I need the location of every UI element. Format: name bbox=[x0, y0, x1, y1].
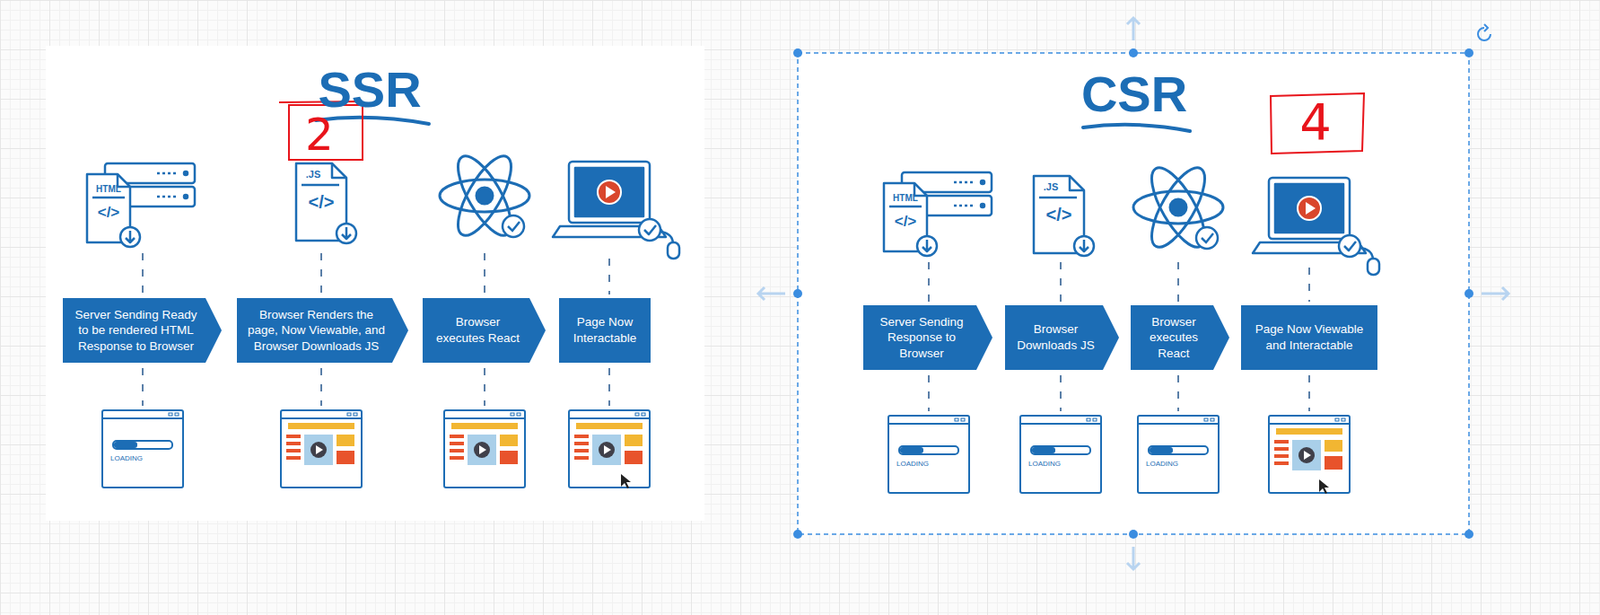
section-title: CSR bbox=[1081, 69, 1188, 120]
section-title: SSR bbox=[317, 64, 421, 115]
step-text: Browser Downloads JS bbox=[1012, 321, 1100, 353]
icon-label: HTML bbox=[96, 184, 122, 194]
step-text: Browser executes React bbox=[1137, 314, 1210, 362]
step-text: Browser executes React bbox=[429, 314, 526, 346]
icon-label: HTML bbox=[892, 193, 919, 203]
callout-number: 4 bbox=[1299, 96, 1332, 148]
callout-number: 2 bbox=[305, 112, 334, 158]
icon-label: .JS bbox=[306, 169, 322, 180]
step-shape bbox=[422, 297, 546, 363]
icon-label: .JS bbox=[1043, 182, 1059, 193]
step-shape bbox=[1005, 305, 1120, 370]
step-text: Page Now Viewable and Interactable bbox=[1248, 321, 1371, 353]
loading-text: LOADING bbox=[1145, 460, 1179, 468]
step-text: Page Now Interactable bbox=[566, 314, 644, 346]
loading-text: LOADING bbox=[896, 460, 929, 468]
step-box: Browser executes React bbox=[422, 297, 546, 363]
step-box: Browser Downloads JS bbox=[1005, 305, 1120, 370]
loading-text: LOADING bbox=[110, 454, 143, 463]
icon-label: </> bbox=[97, 204, 121, 220]
step-shape bbox=[559, 297, 651, 363]
step-box: Browser Renders the page, Now Viewable, … bbox=[236, 297, 409, 363]
loading-text: LOADING bbox=[1028, 460, 1061, 468]
step-shape bbox=[1241, 305, 1378, 370]
step-box: Server Sending Response to Browser bbox=[863, 305, 993, 370]
step-text: Server Sending Ready to be rendered HTML… bbox=[69, 306, 202, 355]
step-box: Page Now Interactable bbox=[559, 297, 651, 363]
icon-label: </> bbox=[308, 192, 335, 211]
icon-label: </> bbox=[1046, 205, 1073, 224]
icon-label: </> bbox=[894, 213, 918, 229]
step-text: Server Sending Response to Browser bbox=[870, 314, 973, 362]
step-text: Browser Renders the page, Now Viewable, … bbox=[244, 306, 389, 355]
step-box: Server Sending Ready to be rendered HTML… bbox=[62, 297, 222, 363]
step-box: Page Now Viewable and Interactable bbox=[1241, 305, 1378, 370]
step-box: Browser executes React bbox=[1130, 305, 1230, 370]
